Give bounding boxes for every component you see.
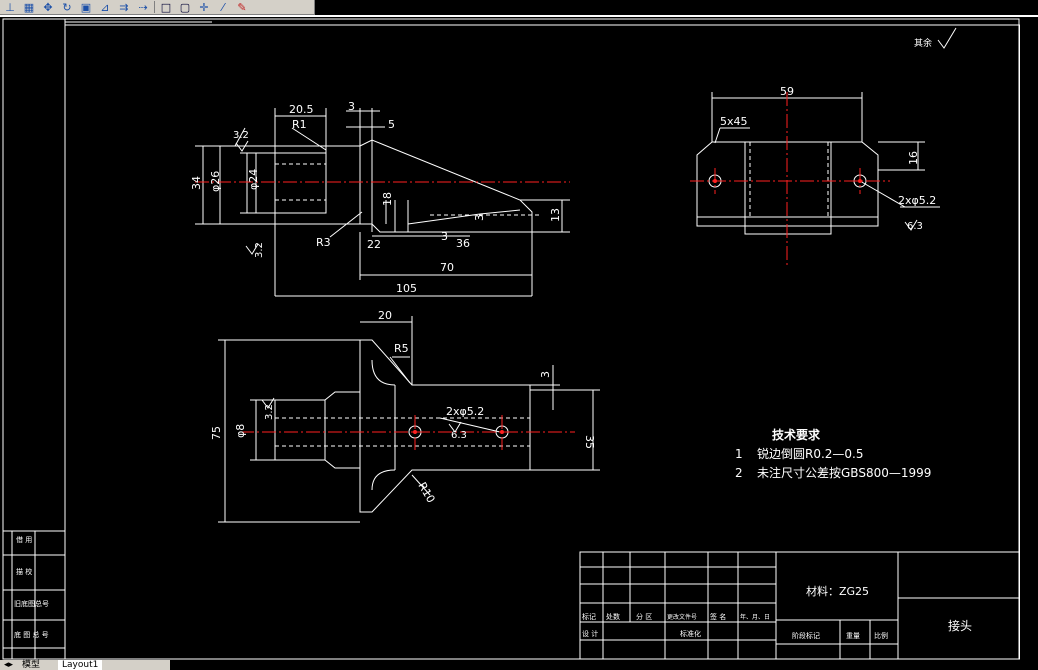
tab-model[interactable]: 模型: [22, 660, 41, 670]
tb-zone: 分 区: [636, 612, 652, 621]
rotate-icon[interactable]: ↻: [62, 0, 72, 14]
top-dashes: [275, 417, 530, 447]
lb-old-drawing: 旧底图总号: [14, 599, 49, 608]
move-icon[interactable]: ✥: [43, 0, 53, 14]
dim-75: 75: [210, 426, 223, 440]
tb-stage: 阶段标记: [792, 631, 820, 640]
tab-nav-arrows[interactable]: ◂▸: [4, 660, 14, 670]
dim-3-c: 3: [441, 230, 448, 243]
drawing-canvas[interactable]: 其余 20.5 3 5 R1 3.2 34 φ26 φ24 18 13 3 3 …: [0, 17, 1020, 660]
dim-70: 70: [440, 261, 454, 274]
top-view: [218, 316, 600, 523]
arrow-icon[interactable]: ⊥: [5, 0, 15, 14]
tech-item-2-text: 未注尺寸公差按GBS800—1999: [757, 465, 931, 480]
offset2-icon[interactable]: ⇢: [138, 0, 148, 14]
ribbon-edge: [0, 15, 1038, 17]
rough-6-3-side: 6.3: [907, 221, 923, 232]
drawing-frame-inner: [64, 24, 1020, 660]
dim-3-b: 3: [473, 214, 486, 221]
rough-6-3-top: 6.3: [451, 430, 467, 441]
tb-scale: 比例: [874, 631, 888, 640]
dim-36: 36: [456, 237, 470, 250]
dim-18: 18: [381, 192, 394, 206]
extend-icon[interactable]: ⁄: [222, 0, 224, 14]
trim-icon[interactable]: ✛: [199, 0, 209, 14]
toolbar: ⊥ ▦ ✥ ↻ ▣ ⊿ ⇉ ⇢ □ ▢ ✛ ⁄ ✎: [0, 0, 315, 15]
scale-icon[interactable]: ▣: [80, 0, 92, 14]
tb-weight: 重量: [846, 632, 860, 640]
dim-16: 16: [907, 151, 920, 165]
part-name: 接头: [948, 618, 972, 633]
front-view: [195, 108, 570, 297]
dim-r5: R5: [394, 342, 409, 355]
dim-r10: R10: [415, 480, 437, 505]
tab-layout1[interactable]: Layout1: [58, 660, 103, 670]
tb-design: 设 计: [582, 629, 598, 638]
tech-item-1-text: 锐边倒圆R0.2—0.5: [757, 447, 864, 461]
grid-icon[interactable]: ▦: [23, 0, 35, 14]
tech-item-1-num: 1: [735, 447, 743, 461]
dim-3-top: 3: [348, 100, 355, 113]
rect2-icon[interactable]: ▢: [179, 0, 191, 14]
drawing-frame-outer: [2, 18, 1020, 660]
dim-holes-top: 2xφ5.2: [446, 405, 484, 418]
rough-3-2-b: 3.2: [254, 242, 265, 258]
tb-sign: 签 名: [710, 612, 726, 621]
tb-count: 处数: [606, 612, 620, 621]
dim-22: 22: [367, 238, 381, 251]
layout-tabs: ◂▸ 模型 Layout1: [0, 660, 170, 670]
dim-phi8: φ8: [234, 424, 247, 438]
tech-title: 技术要求: [772, 427, 821, 442]
roughness-corner-label: 其余: [914, 37, 932, 49]
dim-3-top-view: 3: [539, 371, 552, 378]
dim-105: 105: [396, 282, 417, 295]
rough-3-2-top: 3.2: [264, 404, 275, 420]
dim-34: 34: [190, 176, 203, 190]
dim-r1: R1: [292, 118, 307, 131]
toolbar-separator: [154, 1, 155, 13]
side-view: [696, 92, 940, 235]
lb-borrow: 借 用: [16, 535, 32, 544]
rough-3-2-a: 3.2: [233, 130, 249, 141]
mirror-icon[interactable]: ⊿: [100, 0, 110, 14]
dim-59: 59: [780, 85, 794, 98]
lb-trace: 描 校: [16, 567, 32, 576]
tb-change: 更改文件号: [667, 613, 697, 621]
dim-5: 5: [388, 118, 395, 131]
tb-date: 年、月、日: [740, 613, 770, 621]
lb-base-drawing: 底 图 总 号: [14, 630, 49, 639]
dim-phi24: φ24: [247, 169, 260, 190]
tb-mark: 标记: [582, 612, 596, 621]
dim-20: 20: [378, 309, 392, 322]
dim-phi26: φ26: [209, 171, 222, 192]
title-block: [579, 551, 1020, 660]
dim-13: 13: [549, 208, 562, 222]
tech-item-2-num: 2: [735, 466, 743, 480]
erase-icon[interactable]: ✎: [237, 0, 247, 14]
dim-r3: R3: [316, 236, 331, 249]
dim-chamfer: 5x45: [720, 115, 748, 128]
left-block: [2, 530, 66, 660]
tb-standard: 标准化: [680, 629, 701, 638]
rect-icon[interactable]: □: [160, 0, 172, 14]
side-dashes: [749, 142, 829, 217]
front-dashes: [275, 163, 540, 216]
dim-35: 35: [583, 435, 596, 449]
material-label: 材料：ZG25: [806, 584, 869, 598]
dim-holes-side: 2xφ5.2: [898, 194, 936, 207]
offset-icon[interactable]: ⇉: [119, 0, 129, 14]
dim-20-5: 20.5: [289, 103, 314, 116]
